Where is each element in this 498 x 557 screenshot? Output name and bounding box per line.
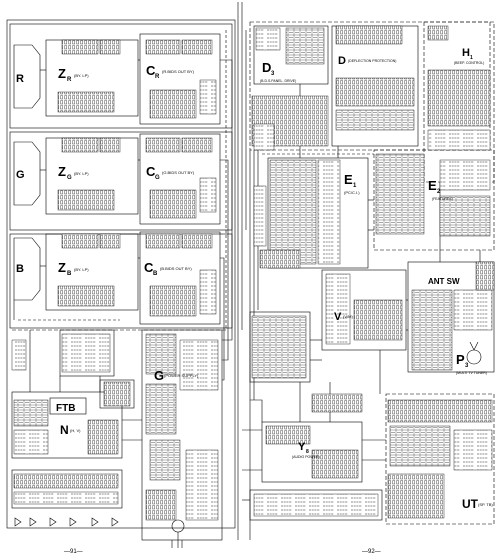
right-connector-arrays [251, 25, 495, 519]
block-e1-desc: (PC/C.I.) [344, 190, 360, 195]
block-v-desc: (V/M) [343, 314, 353, 319]
block-e2-desc: (FEATURES) [432, 197, 453, 201]
block-zb-desc: (BY. LP) [74, 267, 89, 272]
block-zg-sub: G [67, 175, 72, 181]
block-cg-sub: G [155, 175, 160, 181]
block-d-desc: (DEFLECTION PROTECTION) [348, 59, 396, 63]
block-d-letter: D [338, 55, 346, 67]
block-zb-letter: Z [58, 260, 66, 275]
block-cb-sub: B [153, 271, 158, 277]
block-y8-letter: Y [298, 441, 306, 453]
tube-label-g: G [16, 169, 25, 181]
block-g-letter: G [154, 368, 164, 383]
block-h1-letter: H [462, 47, 470, 59]
block-h1-sub: 1 [470, 55, 473, 61]
block-zg-desc: (BY. LP) [74, 171, 89, 176]
block-cb-letter: C [144, 260, 154, 275]
block-y8-sub: 8 [306, 449, 309, 455]
block-d3-desc: (B.D.S.PANEL. DRIVE) [260, 79, 296, 83]
page-number-right: —92— [362, 549, 381, 555]
tube-label-b: B [16, 263, 24, 275]
block-cb-desc: (B.BIDS OUT BY) [160, 266, 192, 271]
block-n-letter: N [60, 423, 69, 437]
block-g-desc: (POWER SUPPLY) [164, 373, 199, 378]
block-zb-sub: B [67, 271, 72, 277]
left-connector-arrays [11, 39, 219, 521]
block-e2-letter: E [428, 178, 437, 193]
block-p3-desc: (MULTI TV TUNER) [456, 371, 487, 375]
block-n-desc: (H, V) [70, 428, 81, 433]
block-v-letter: V [334, 311, 342, 323]
tube-label-r: R [16, 73, 24, 85]
block-zr-letter: Z [58, 66, 66, 81]
block-p3-sub: 3 [465, 363, 469, 369]
block-e1-letter: E [344, 172, 353, 187]
block-y8-desc: (AUDIO POWER) [292, 455, 320, 459]
block-ant-sw-label: ANT SW [428, 277, 460, 286]
block-cr-sub: R [155, 74, 160, 80]
block-cr-desc: (R.BIDS OUT BY) [162, 69, 195, 74]
block-d3-sub: 3 [271, 71, 275, 77]
block-zr-sub: R [67, 77, 72, 83]
page-number-left: —91— [64, 549, 83, 555]
block-ut-desc: (SP. TB) [478, 502, 493, 507]
block-ftb-label: FTB [56, 403, 75, 414]
block-zr-desc: (BY. LP) [74, 73, 89, 78]
block-ut-letter: UT [462, 497, 479, 511]
block-h1-desc: (BEEP. CONTROL) [454, 61, 484, 65]
block-e1-sub: 1 [353, 183, 357, 189]
block-p3-letter: P [456, 352, 465, 367]
left-page-diagram [6, 2, 247, 548]
block-zg-letter: Z [58, 164, 66, 179]
block-e2-sub: 2 [437, 189, 441, 195]
block-d3-letter: D [262, 60, 271, 75]
block-labels: R G B Z R (BY. LP) C R (R.BIDS OUT BY) Z… [16, 47, 493, 555]
block-cr-letter: C [146, 63, 156, 78]
block-cg-letter: C [146, 164, 156, 179]
block-cg-desc: (G.BIDS OUT BY) [162, 170, 195, 175]
